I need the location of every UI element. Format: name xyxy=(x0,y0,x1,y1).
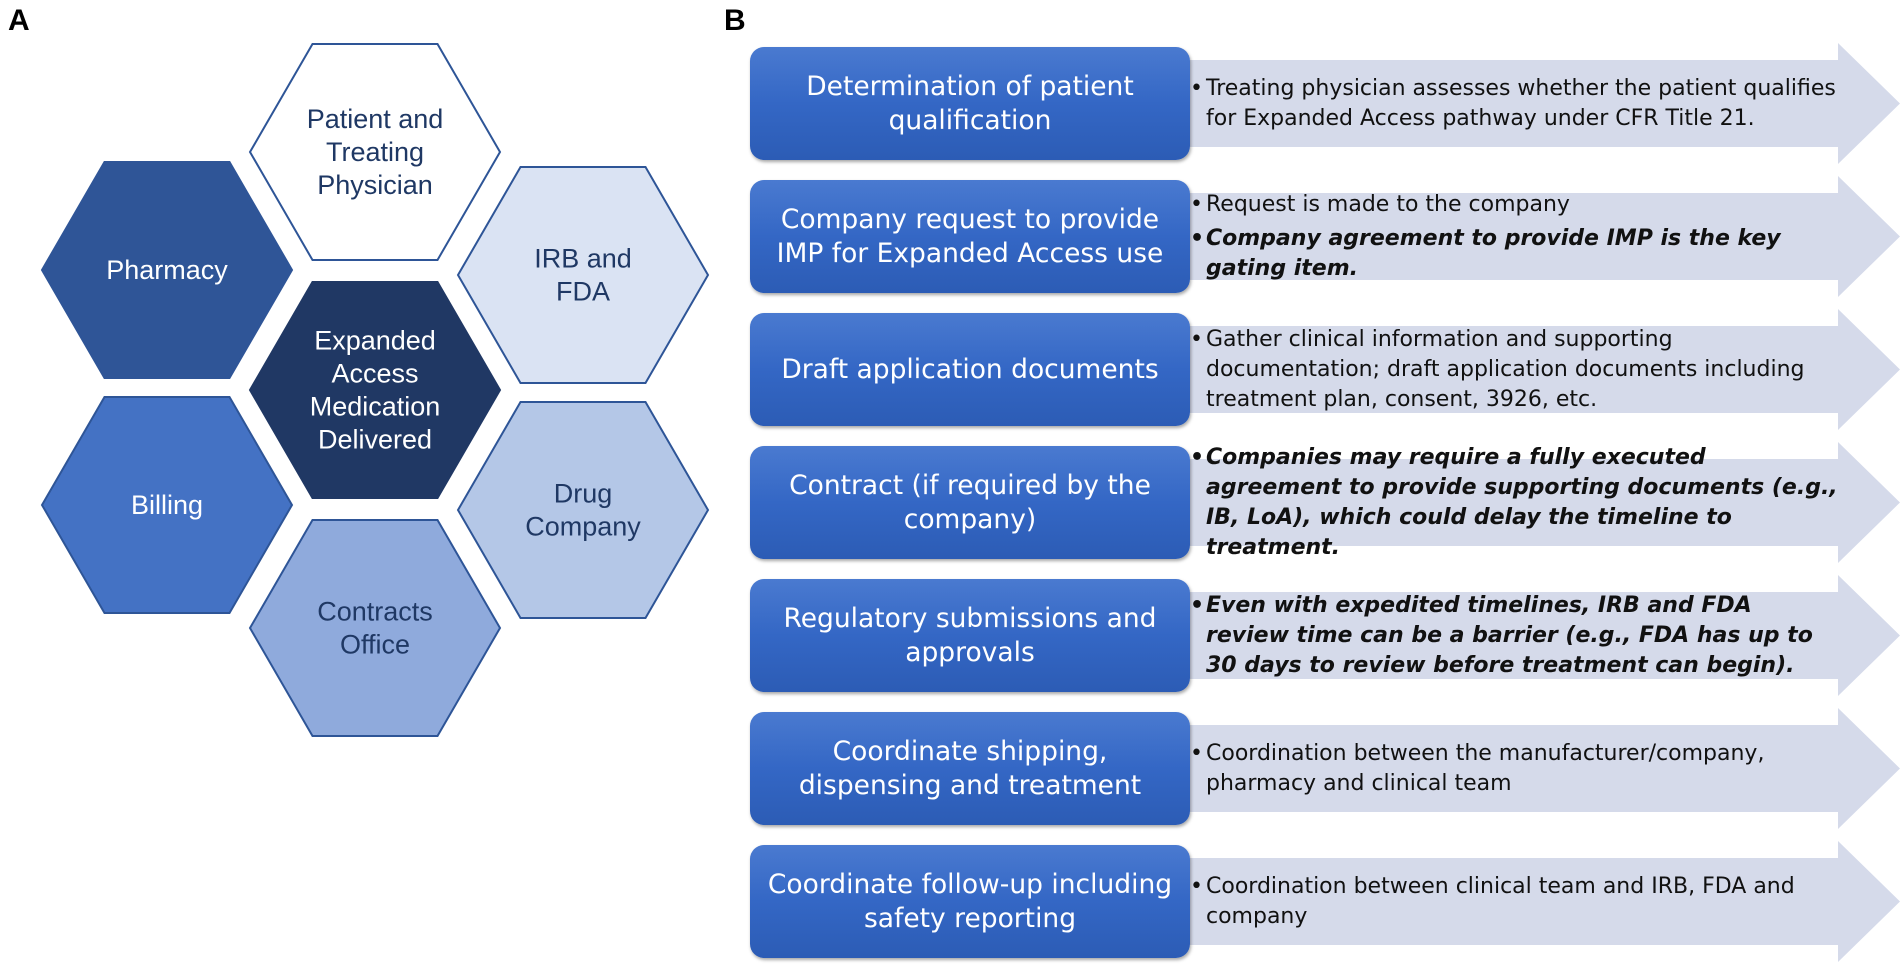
process-step: Determination of patient qualificationTr… xyxy=(750,43,1900,164)
hexagon-label: Expanded xyxy=(314,326,436,356)
step-title: Determination of patient qualification xyxy=(750,47,1190,160)
panel-b-label: B xyxy=(724,4,746,37)
process-step: Contract (if required by the company)Com… xyxy=(750,442,1900,563)
step-title: Coordinate follow-up including safety re… xyxy=(750,845,1190,958)
hexagon-shape xyxy=(248,281,502,499)
panel-a-label: A xyxy=(8,4,30,37)
step-bullet-item: Company agreement to provide IMP is the … xyxy=(1190,224,1840,284)
step-bullet-item: Even with expedited timelines, IRB and F… xyxy=(1190,591,1840,681)
step-bullet-item: Gather clinical information and supporti… xyxy=(1190,325,1840,415)
hexagon-shape xyxy=(456,166,710,384)
step-title: Company request to provide IMP for Expan… xyxy=(750,180,1190,293)
process-step: Draft application documentsGather clinic… xyxy=(750,309,1900,430)
hexagon-label: Access xyxy=(331,359,418,389)
step-title: Regulatory submissions and approvals xyxy=(750,579,1190,692)
step-bullets: Treating physician assesses whether the … xyxy=(1190,43,1840,164)
hexagon-label: Physician xyxy=(317,170,433,200)
hexagon-pharmacy: Pharmacy xyxy=(40,161,294,379)
step-bullets: Coordination between clinical team and I… xyxy=(1190,841,1840,962)
hexagon-label: Billing xyxy=(131,490,203,520)
step-bullet-item: Treating physician assesses whether the … xyxy=(1190,74,1840,134)
hexagon-label: Drug xyxy=(554,479,613,509)
hexagon-label: IRB and xyxy=(534,244,632,274)
hexagon-label: Office xyxy=(340,630,410,660)
process-step: Coordinate follow-up including safety re… xyxy=(750,841,1900,962)
process-step: Coordinate shipping, dispensing and trea… xyxy=(750,708,1900,829)
step-bullet-item: Companies may require a fully executed a… xyxy=(1190,443,1840,563)
hexagon-label: Patient and xyxy=(307,104,444,134)
hexagon-label: Medication xyxy=(310,392,441,422)
step-title: Coordinate shipping, dispensing and trea… xyxy=(750,712,1190,825)
step-bullet-item: Coordination between the manufacturer/co… xyxy=(1190,739,1840,799)
hexagon-label: FDA xyxy=(556,277,610,307)
hexagon-shape xyxy=(248,43,502,261)
step-title: Contract (if required by the company) xyxy=(750,446,1190,559)
hexagon-label: Contracts xyxy=(317,597,433,627)
hexagon-shape xyxy=(40,161,294,379)
step-bullets: Coordination between the manufacturer/co… xyxy=(1190,708,1840,829)
step-bullets: Request is made to the companyCompany ag… xyxy=(1190,176,1840,297)
step-title: Draft application documents xyxy=(750,313,1190,426)
hexagon-label: Treating xyxy=(326,137,424,167)
step-bullets: Even with expedited timelines, IRB and F… xyxy=(1190,575,1840,696)
step-bullet-item: Request is made to the company xyxy=(1190,190,1840,220)
hexagon-shape xyxy=(248,519,502,737)
hexagon-label: Delivered xyxy=(318,425,432,455)
step-bullets: Companies may require a fully executed a… xyxy=(1190,442,1840,563)
process-step: Regulatory submissions and approvalsEven… xyxy=(750,575,1900,696)
hexagon-shape xyxy=(40,396,294,614)
hexagon-shape xyxy=(456,401,710,619)
step-bullet-item: Coordination between clinical team and I… xyxy=(1190,872,1840,932)
hexagon-label: Pharmacy xyxy=(106,255,228,285)
step-bullets: Gather clinical information and supporti… xyxy=(1190,309,1840,430)
process-step: Company request to provide IMP for Expan… xyxy=(750,176,1900,297)
hexagon-billing: Billing xyxy=(40,396,294,614)
hexagon-label: Company xyxy=(525,512,641,542)
